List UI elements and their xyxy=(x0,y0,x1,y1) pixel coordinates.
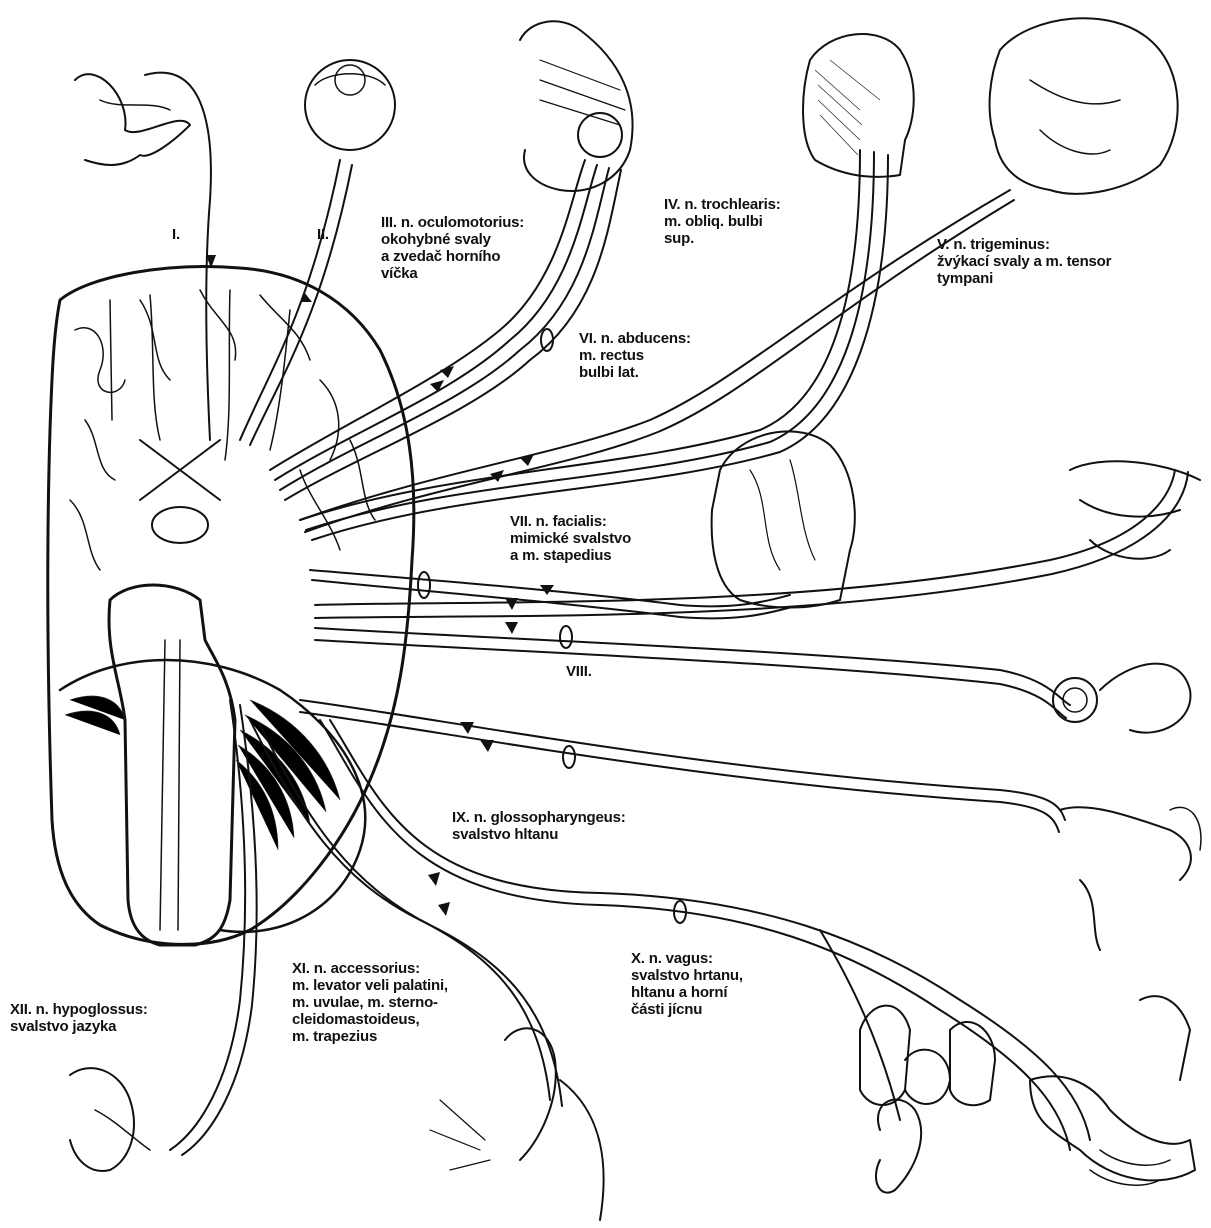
skull-sketch xyxy=(990,18,1178,194)
nerve-iii-line-4: víčka xyxy=(381,265,524,282)
nerve-vi-line-3: bulbi lat. xyxy=(579,364,691,381)
nerve-xi-line-5: m. trapezius xyxy=(292,1028,448,1045)
nerve-x-line-1: X. n. vagus: xyxy=(631,950,743,967)
label-nerve-v: V. n. trigeminus: žvýkací svaly a m. ten… xyxy=(937,236,1111,287)
label-nerve-viii: VIII. xyxy=(566,663,592,680)
head-trigeminal-sketch xyxy=(803,34,914,177)
label-nerve-xii: XII. n. hypoglossus: svalstvo jazyka xyxy=(10,1001,148,1035)
nerve-i-label: I. xyxy=(172,226,180,243)
nerve-xi-line-1: XI. n. accessorius: xyxy=(292,960,448,977)
nerve-vi-line-2: m. rectus xyxy=(579,347,691,364)
nerve-ii-label: II. xyxy=(317,226,329,243)
label-nerve-ii: II. xyxy=(317,226,329,243)
nerve-xi-line-4: cleidomastoideus, xyxy=(292,1011,448,1028)
nerve-ix-line-1: IX. n. glossopharyngeus: xyxy=(452,809,626,826)
orbit-sketch xyxy=(520,21,633,191)
label-nerve-iv: IV. n. trochlearis: m. obliq. bulbi sup. xyxy=(664,196,781,247)
label-nerve-xi: XI. n. accessorius: m. levator veli pala… xyxy=(292,960,448,1045)
nerve-iii-line-3: a zvedač horního xyxy=(381,248,524,265)
nerve-iii-line-1: III. n. oculomotorius: xyxy=(381,214,524,231)
label-nerve-x: X. n. vagus: svalstvo hrtanu, hltanu a h… xyxy=(631,950,743,1018)
neck-ear-sketch xyxy=(430,1028,604,1220)
nerve-vii-line-2: mimické svalstvo xyxy=(510,530,631,547)
nose-sketch xyxy=(75,74,190,165)
nerve-xi-line-2: m. levator veli palatini, xyxy=(292,977,448,994)
eye-sketch xyxy=(305,60,395,150)
nerve-v-line-3: tympani xyxy=(937,270,1111,287)
label-nerve-i: I. xyxy=(172,226,180,243)
pharynx-sketch xyxy=(1060,807,1201,950)
nerve-viii-label: VIII. xyxy=(566,663,592,680)
nerve-x-line-4: části jícnu xyxy=(631,1001,743,1018)
stomach-sketch xyxy=(1030,996,1195,1185)
nerve-vi-line-1: VI. n. abducens: xyxy=(579,330,691,347)
label-nerve-vii: VII. n. facialis: mimické svalstvo a m. … xyxy=(510,513,631,564)
nerve-vii-line-3: a m. stapedius xyxy=(510,547,631,564)
nerve-iii-line-2: okohybné svaly xyxy=(381,231,524,248)
label-nerve-ix: IX. n. glossopharyngeus: svalstvo hltanu xyxy=(452,809,626,843)
nerve-v-line-1: V. n. trigeminus: xyxy=(937,236,1111,253)
nerve-xii-line-1: XII. n. hypoglossus: xyxy=(10,1001,148,1018)
nerve-iv-line-1: IV. n. trochlearis: xyxy=(664,196,781,213)
head-facial-sketch xyxy=(712,431,855,607)
brain-illustration xyxy=(48,267,414,945)
nerve-x-line-3: hltanu a horní xyxy=(631,984,743,1001)
nerve-vii-line-1: VII. n. facialis: xyxy=(510,513,631,530)
nerve-iv-line-3: sup. xyxy=(664,230,781,247)
nerve-iv-line-2: m. obliq. bulbi xyxy=(664,213,781,230)
nerve-xi-line-3: m. uvulae, m. sterno- xyxy=(292,994,448,1011)
nerve-v-line-2: žvýkací svaly a m. tensor xyxy=(937,253,1111,270)
nerve-xii-line-2: svalstvo jazyka xyxy=(10,1018,148,1035)
label-nerve-vi: VI. n. abducens: m. rectus bulbi lat. xyxy=(579,330,691,381)
tongue-sketch xyxy=(70,1068,150,1171)
nerve-ix-line-2: svalstvo hltanu xyxy=(452,826,626,843)
nerve-x-line-2: svalstvo hrtanu, xyxy=(631,967,743,984)
label-nerve-iii: III. n. oculomotorius: okohybné svaly a … xyxy=(381,214,524,282)
inner-ear-sketch xyxy=(1053,664,1190,733)
